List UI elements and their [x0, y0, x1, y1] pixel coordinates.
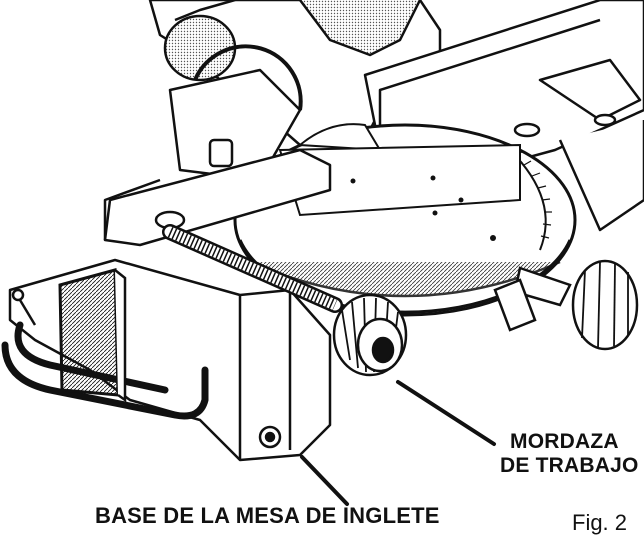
leader-miter-table-base: [302, 457, 347, 504]
clamp-jaw-pad: [60, 270, 125, 400]
figure-number: Fig. 2: [572, 510, 627, 536]
leader-work-clamp: [398, 382, 494, 444]
work-clamp-label-line2: DE TRABAJO: [500, 454, 639, 478]
work-clamp-label-line1: MORDAZA: [510, 430, 619, 454]
clamp-knob: [334, 295, 406, 375]
miter-table-base-label: BASE DE LA MESA DE INGLETE: [95, 503, 440, 529]
